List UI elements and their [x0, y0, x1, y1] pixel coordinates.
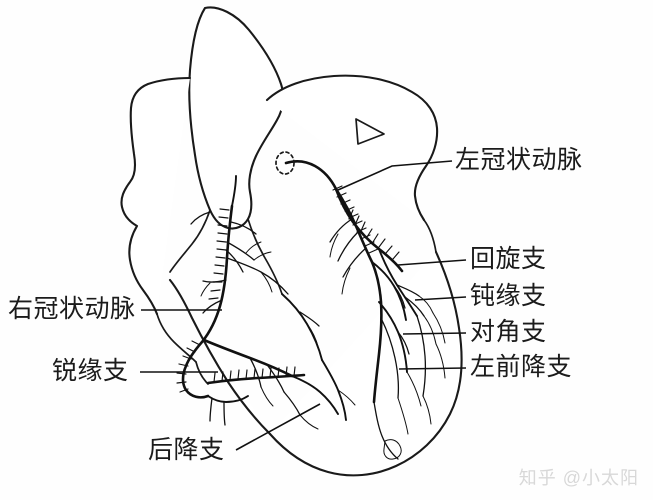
label-left-anterior-descending: 左前降支 — [470, 354, 573, 381]
leader-posterior-descending-branch — [235, 403, 321, 451]
apical-branch-6 — [432, 312, 446, 344]
om-twig-2 — [423, 315, 437, 345]
aorta-right-border — [423, 219, 437, 253]
rv-twig-3 — [253, 251, 272, 261]
label-circumflex-branch: 回旋支 — [470, 246, 547, 273]
rca-left-twig-1b — [200, 282, 211, 297]
septal-twig-1 — [329, 233, 339, 258]
appendage-inner-contour — [169, 209, 211, 273]
leader-obtuse-marginal-branch — [414, 296, 467, 301]
apical-branch-3 — [406, 371, 422, 407]
leader-left-coronary-artery — [337, 160, 453, 191]
posterolateral-twig-1 — [299, 311, 320, 327]
label-diagonal-branch: 对角支 — [470, 319, 547, 346]
aorta-left-atrium-outline — [265, 74, 439, 222]
om-branch-1 — [396, 284, 420, 297]
pulmonary-base-twig — [190, 211, 211, 225]
left-atrial-lobe-outline — [120, 76, 192, 316]
apical-branch-1 — [373, 401, 399, 460]
rv-twig-2 — [245, 241, 262, 254]
coronary-ostium-marker — [275, 151, 295, 175]
inferior-branch-3 — [283, 391, 301, 416]
rca-marginal-continuation — [291, 375, 339, 415]
circumflex-artery — [334, 187, 404, 273]
pulmonary-trunk-outline — [188, 6, 285, 230]
conus-branch — [230, 221, 257, 235]
inferior-branch-2 — [267, 365, 285, 393]
triangular-aperture — [355, 118, 385, 145]
septal-branch-2 — [337, 231, 359, 262]
posterolateral-twig-2 — [306, 323, 319, 348]
apical-loop — [383, 439, 402, 460]
om-branch-2 — [404, 296, 425, 317]
label-right-coronary-artery: 右冠状动脉 — [8, 296, 136, 323]
om-branch-3 — [416, 315, 427, 397]
rca-lower-hatching — [176, 340, 201, 393]
posterolateral-twig-3 — [337, 389, 356, 406]
right-atrium-lower-edge — [195, 361, 209, 385]
diagonal-branch-3 — [380, 317, 400, 399]
septal-branch-1 — [329, 218, 353, 243]
circumflex-hatching — [348, 209, 400, 260]
rca-proximal-stub — [231, 175, 237, 207]
rv-branch-3 — [225, 249, 244, 273]
label-left-coronary-artery: 左冠状动脉 — [455, 147, 583, 174]
septal-twig-2 — [341, 267, 351, 295]
rv-twig-1 — [260, 271, 273, 293]
acute-marginal-artery — [207, 395, 249, 403]
rv-branch-2 — [226, 241, 255, 261]
posterolateral-branch-1 — [281, 293, 323, 361]
septal-branch-3 — [342, 247, 367, 278]
inferior-twig-2 — [299, 414, 319, 430]
right-coronary-artery — [200, 204, 234, 344]
leader-left-anterior-descending — [398, 367, 467, 370]
label-posterior-descending-branch: 后降支 — [148, 437, 225, 464]
watermark-text: 知乎 @小太阳 — [518, 468, 639, 488]
leader-circumflex-branch — [397, 259, 467, 266]
diagonal-branch-1-twig — [393, 285, 406, 309]
apical-branch-4 — [422, 395, 432, 425]
av-groove-left-contour — [156, 313, 197, 363]
acute-marginal-twig-1 — [209, 397, 213, 422]
om-twig-1 — [418, 295, 434, 314]
rca-left-twig-1 — [202, 279, 227, 283]
rca-left-twig-2 — [202, 299, 223, 314]
leader-diagonal-branch — [402, 332, 467, 335]
inferior-branch-1 — [249, 357, 262, 388]
rv-branch-1 — [226, 257, 289, 295]
left-ventricle-outline — [268, 250, 463, 477]
apical-branch-2 — [397, 397, 409, 435]
acute-marginal-twig-2 — [223, 401, 226, 426]
inferior-twig-1 — [260, 386, 274, 407]
right-ventricle-inferior-outline — [168, 278, 272, 436]
apical-branch-5 — [435, 343, 446, 379]
rca-inferior-course — [181, 340, 210, 399]
diagonal-branch-2-twig — [397, 331, 410, 355]
label-obtuse-marginal-branch: 钝缘支 — [470, 283, 547, 310]
label-acute-marginal-branch: 锐缘支 — [52, 358, 129, 385]
